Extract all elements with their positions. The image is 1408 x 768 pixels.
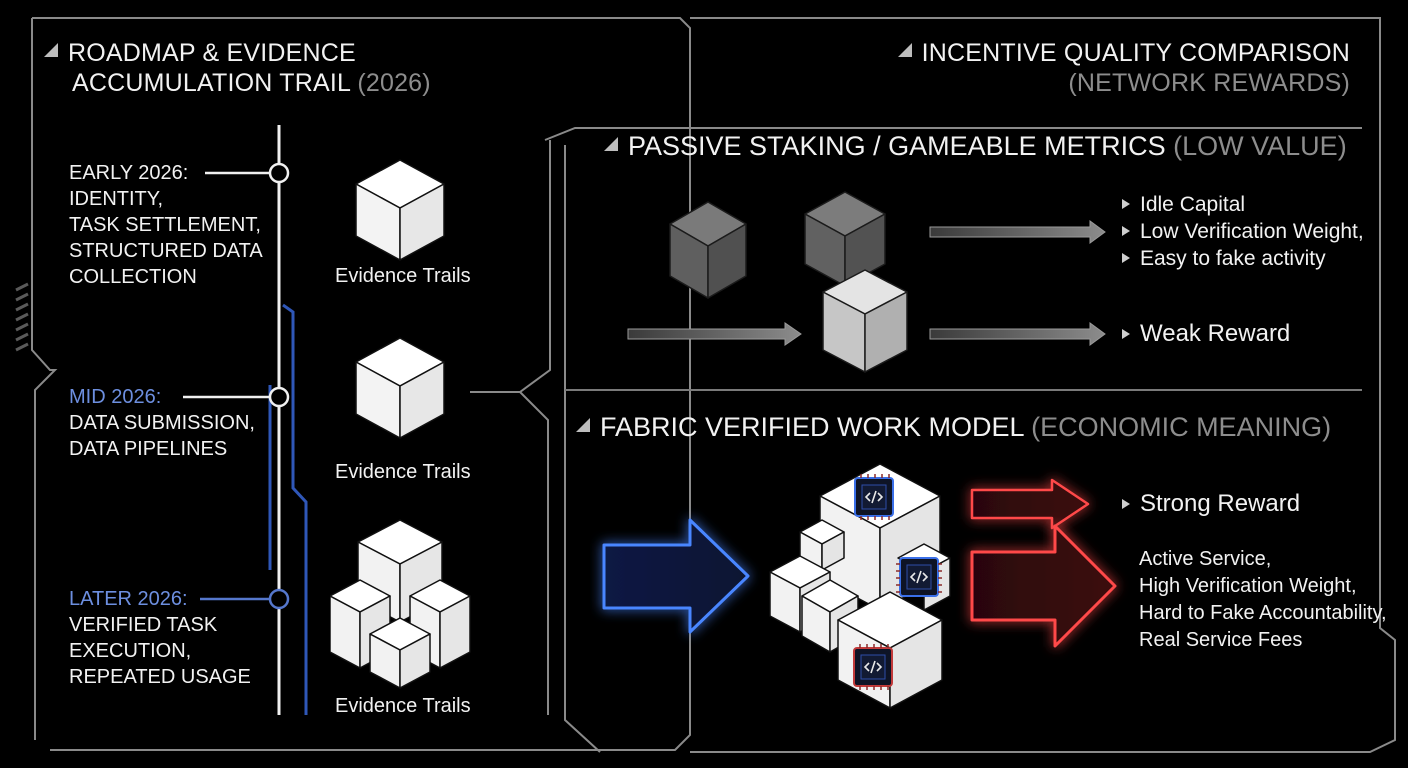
phase-line: REPEATED USAGE	[69, 666, 251, 688]
phase-line: IDENTITY,	[69, 188, 164, 210]
outcome-item: High Verification Weight,	[1139, 575, 1357, 597]
arrow-right-icon	[970, 524, 1117, 648]
phase-line: STRUCTURED DATA	[69, 240, 263, 262]
phase-heading: MID 2026:	[69, 386, 162, 408]
triangle-marker-icon	[604, 137, 618, 151]
outcome-item: Real Service Fees	[1139, 629, 1303, 651]
phase-line: DATA PIPELINES	[69, 438, 228, 460]
phase-later-2026: LATER 2026: VERIFIED TASK EXECUTION, REP…	[69, 586, 251, 690]
pointer-icon	[1122, 226, 1130, 236]
cube-icon	[804, 191, 886, 287]
passive-diagram	[627, 191, 1106, 373]
chip-icon	[896, 557, 942, 597]
pointer-icon	[1122, 329, 1130, 339]
cube-cluster-icon	[330, 519, 471, 689]
cube-icon	[355, 337, 445, 439]
outcome-item: Idle Capital	[1122, 191, 1364, 218]
triangle-marker-icon	[897, 43, 912, 57]
chip-icon	[853, 644, 893, 690]
arrow-right-icon	[602, 518, 750, 634]
phase-line: DATA SUBMISSION,	[69, 412, 255, 434]
arrow-right-icon	[627, 322, 802, 346]
triangle-marker-icon	[44, 43, 58, 57]
arrow-right-icon	[929, 322, 1106, 346]
left-panel-year: (2026)	[357, 69, 431, 97]
strong-reward-label: Strong Reward	[1122, 490, 1300, 517]
chip-icon	[854, 474, 894, 520]
left-panel-title: ROADMAP & EVIDENCE	[44, 38, 356, 68]
evidence-trails-label: Evidence Trails	[335, 265, 471, 287]
left-panel-title-line2: ACCUMULATION TRAIL (2026)	[72, 69, 431, 97]
fabric-diagram	[602, 463, 1117, 709]
phase-early-2026: EARLY 2026: IDENTITY, TASK SETTLEMENT, S…	[69, 160, 263, 290]
evidence-trails-label: Evidence Trails	[335, 695, 471, 717]
pointer-icon	[1122, 499, 1130, 509]
outcome-item: Easy to fake activity	[1122, 245, 1364, 272]
evidence-trails-label: Evidence Trails	[335, 461, 471, 483]
fabric-section-title: FABRIC VERIFIED WORK MODEL (ECONOMIC MEA…	[576, 411, 1331, 443]
pointer-icon	[1122, 199, 1130, 209]
outcome-item: Hard to Fake Accountability,	[1139, 602, 1387, 624]
phase-line: VERIFIED TASK	[69, 614, 218, 636]
fabric-outcome-list: Active Service, High Verification Weight…	[1139, 546, 1387, 654]
phase-line: COLLECTION	[69, 266, 197, 288]
cube-icon	[669, 201, 747, 299]
phase-heading: EARLY 2026:	[69, 162, 189, 184]
passive-section-title: PASSIVE STAKING / GAMEABLE METRICS (LOW …	[604, 130, 1347, 162]
phase-heading: LATER 2026:	[69, 588, 188, 610]
phase-mid-2026: MID 2026: DATA SUBMISSION, DATA PIPELINE…	[69, 384, 255, 462]
outcome-item: Low Verification Weight,	[1122, 218, 1364, 245]
phase-line: TASK SETTLEMENT,	[69, 214, 261, 236]
triangle-marker-icon	[576, 418, 590, 432]
arrow-right-icon	[929, 220, 1106, 244]
arrow-right-icon	[970, 478, 1090, 530]
pointer-icon	[1122, 253, 1130, 263]
cube-icon	[355, 159, 445, 261]
passive-outcome-list: Idle Capital Low Verification Weight, Ea…	[1122, 191, 1364, 272]
phase-line: EXECUTION,	[69, 640, 192, 662]
cube-icon	[822, 269, 908, 373]
outcome-item: Active Service,	[1139, 548, 1272, 570]
right-panel-title: INCENTIVE QUALITY COMPARISON	[897, 38, 1350, 68]
right-panel-subtitle: (NETWORK REWARDS)	[1068, 69, 1350, 97]
weak-reward-label: Weak Reward	[1122, 320, 1290, 347]
